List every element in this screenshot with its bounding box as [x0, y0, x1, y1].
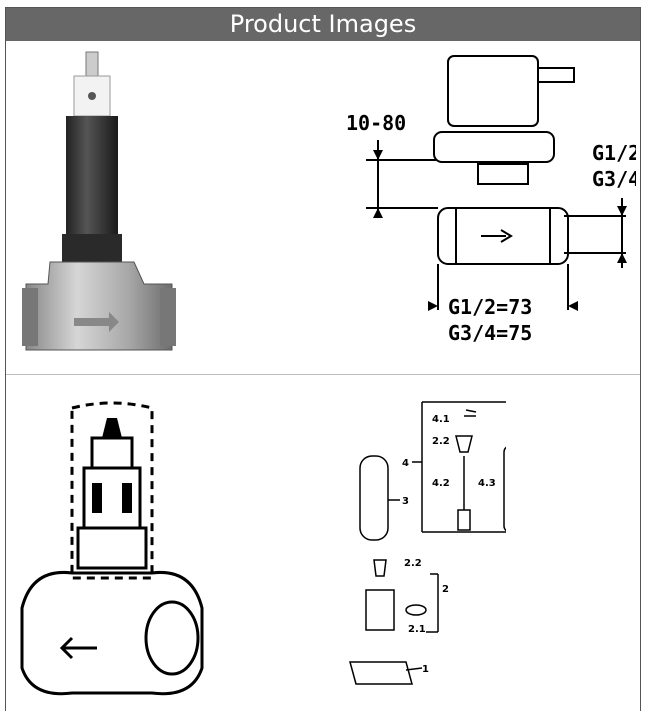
dim-thread-top: G1/2 [592, 141, 636, 165]
part-4-2: 4.2 [432, 478, 450, 489]
part-4-3: 4.3 [478, 478, 496, 489]
part-3: 3 [402, 496, 409, 507]
part-4: 4 [402, 458, 409, 469]
exploded-view-icon: 4.1 2.2 4 4.2 4.3 3 2.2 2 2.1 1 [349, 401, 523, 685]
dim-thread-bottom: G3/4 [592, 167, 636, 191]
dim-length-b: G3/4=75 [448, 321, 532, 345]
panel-title: Product Images [6, 8, 640, 41]
part-2-2-lower: 2.2 [404, 558, 422, 569]
part-2-1: 2.1 [408, 624, 426, 635]
valve-line-drawing-icon [20, 401, 204, 696]
dim-length-a: G1/2=73 [448, 295, 532, 319]
part-2-2-upper: 2.2 [432, 436, 450, 447]
dimension-drawing[interactable]: 10-80 G1/2 G3/4 G1/2=73 G3/4=75 [326, 48, 640, 348]
valve-photo-icon [22, 51, 176, 351]
valve-photo[interactable] [14, 48, 184, 360]
product-images-panel: Product Images [5, 7, 641, 711]
part-4-1: 4.1 [432, 414, 450, 425]
part-2: 2 [442, 584, 449, 595]
part-1: 1 [422, 664, 429, 675]
exploded-view[interactable]: 4.1 2.2 4 4.2 4.3 3 2.2 2 2.1 1 [336, 400, 523, 700]
row-divider [6, 374, 640, 375]
dim-height-range: 10-80 [346, 111, 406, 135]
valve-line-drawing[interactable] [12, 398, 212, 698]
dimension-drawing-icon: 10-80 G1/2 G3/4 G1/2=73 G3/4=75 [346, 55, 640, 345]
